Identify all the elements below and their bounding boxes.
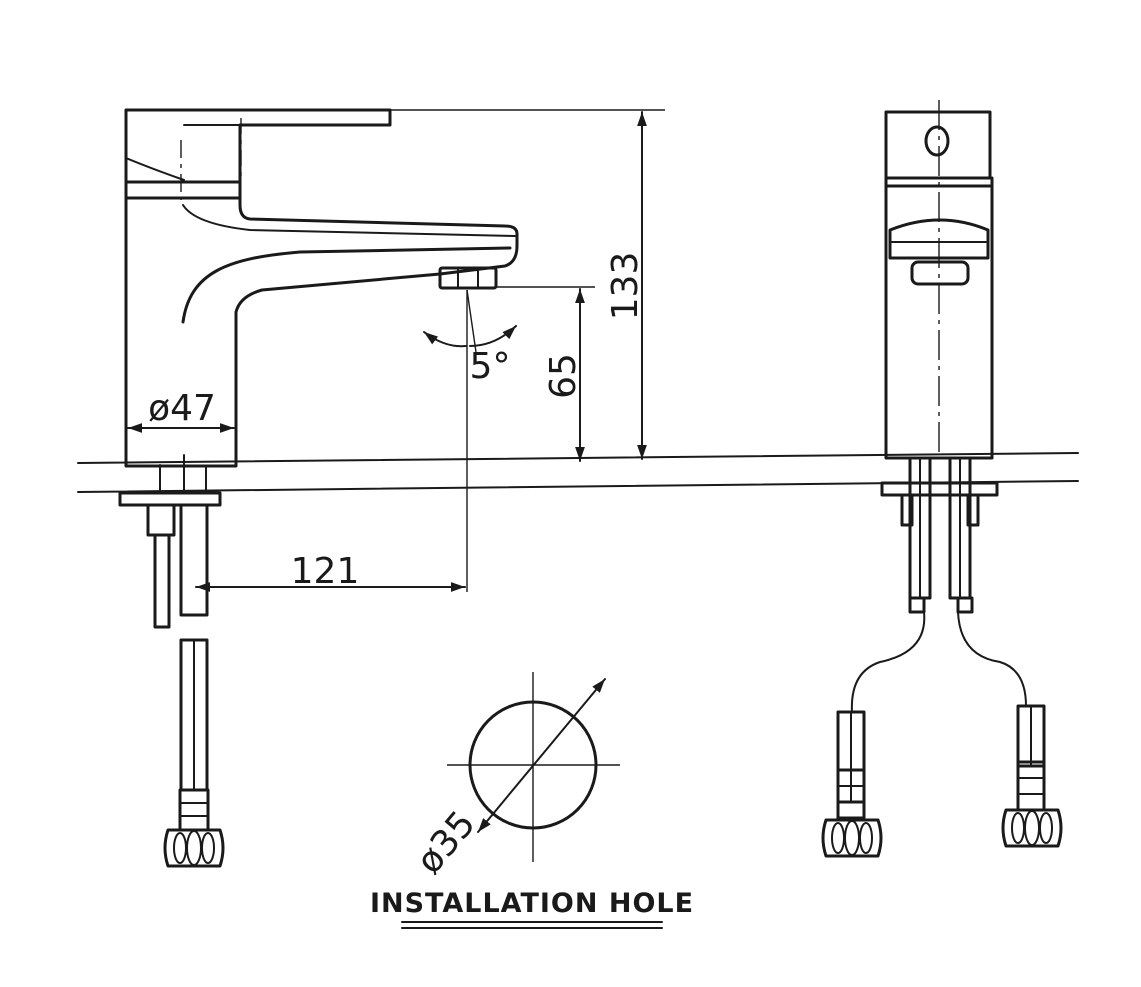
dimension-total-height: 133 (390, 109, 665, 460)
label-spout-height: 65 (543, 353, 584, 399)
label-hole-diameter: ø35 (409, 803, 484, 881)
label-base-diameter: ø47 (148, 388, 216, 429)
caption-block: INSTALLATION HOLE (370, 888, 694, 929)
faucet-body (124, 180, 519, 468)
front-view-faucet (884, 100, 994, 460)
side-view-connections (118, 454, 225, 868)
dimension-spout-reach: 121 (195, 290, 468, 592)
label-spout-reach: 121 (291, 551, 360, 592)
front-handle (884, 110, 992, 180)
spout-top-detail (182, 204, 516, 237)
label-total-height: 133 (605, 252, 646, 321)
aerator (438, 266, 498, 290)
caption-installation-hole: INSTALLATION HOLE (370, 888, 694, 919)
dimension-spout-height: 65 (496, 286, 595, 462)
installation-hole: ø35 (409, 672, 620, 882)
dimension-base-diameter: ø47 (127, 388, 235, 433)
spout-curve (181, 246, 512, 324)
label-angle: 5° (470, 346, 511, 387)
dimension-angle: 5° (423, 289, 517, 387)
front-body (884, 176, 994, 460)
front-view-connections (821, 456, 1063, 858)
lever-handle (124, 108, 392, 184)
handle-hole (924, 125, 950, 157)
